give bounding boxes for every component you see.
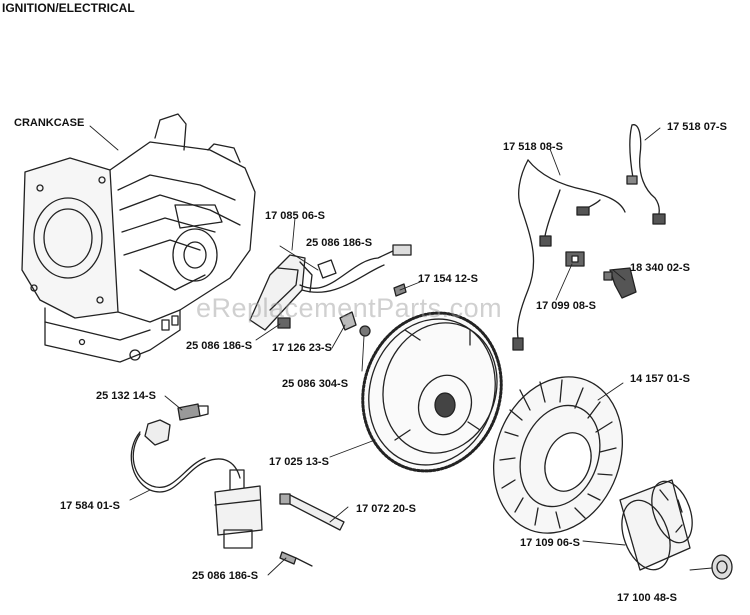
label-part-17-518-07: 17 518 07-S xyxy=(667,121,727,133)
flywheel-nut-drawing xyxy=(711,554,733,580)
wire-harness-08-drawing xyxy=(512,159,626,351)
label-part-17-584-01: 17 584 01-S xyxy=(60,500,120,512)
cooling-fan-drawing xyxy=(492,376,624,534)
label-part-25-086-186-a: 25 086 186-S xyxy=(306,237,373,249)
label-part-17-100-48: 17 100 48-S xyxy=(617,592,677,604)
label-crankcase: CRANKCASE xyxy=(14,117,85,129)
label-part-18-340-02: 18 340 02-S xyxy=(630,262,690,274)
label-part-25-086-186-c: 25 086 186-S xyxy=(192,570,259,582)
label-part-25-086-304: 25 086 304-S xyxy=(282,378,349,390)
label-part-17-072-20: 17 072 20-S xyxy=(356,503,416,515)
wire-harness-07-drawing xyxy=(626,124,666,225)
small-hardware-drawing xyxy=(339,283,407,337)
label-part-17-518-08: 17 518 08-S xyxy=(503,141,563,153)
label-part-17-085-06: 17 085 06-S xyxy=(265,210,325,222)
label-part-25-086-186-b: 25 086 186-S xyxy=(186,340,253,352)
connectors-drawing xyxy=(565,251,637,299)
leader-lines xyxy=(89,125,713,576)
label-part-17-025-13: 17 025 13-S xyxy=(269,456,329,468)
ignition-module-drawing xyxy=(249,244,412,331)
label-part-17-109-06: 17 109 06-S xyxy=(520,537,580,549)
label-part-17-126-23: 17 126 23-S xyxy=(272,342,332,354)
starter-cup-drawing xyxy=(619,479,693,571)
flywheel-drawing xyxy=(361,311,503,473)
spark-plug-drawing xyxy=(177,403,209,421)
label-part-17-099-08: 17 099 08-S xyxy=(536,300,596,312)
crankcase-drawing xyxy=(21,113,256,363)
watermark-text: eReplacementParts.com xyxy=(196,293,503,323)
label-part-25-132-14: 25 132 14-S xyxy=(96,390,156,402)
mounting-bolt-drawing xyxy=(279,493,345,567)
spark-plug-lead-drawing xyxy=(130,419,263,549)
label-part-14-157-01: 14 157 01-S xyxy=(630,373,690,385)
page-title: IGNITION/ELECTRICAL xyxy=(2,1,135,15)
label-part-17-154-12: 17 154 12-S xyxy=(418,273,478,285)
